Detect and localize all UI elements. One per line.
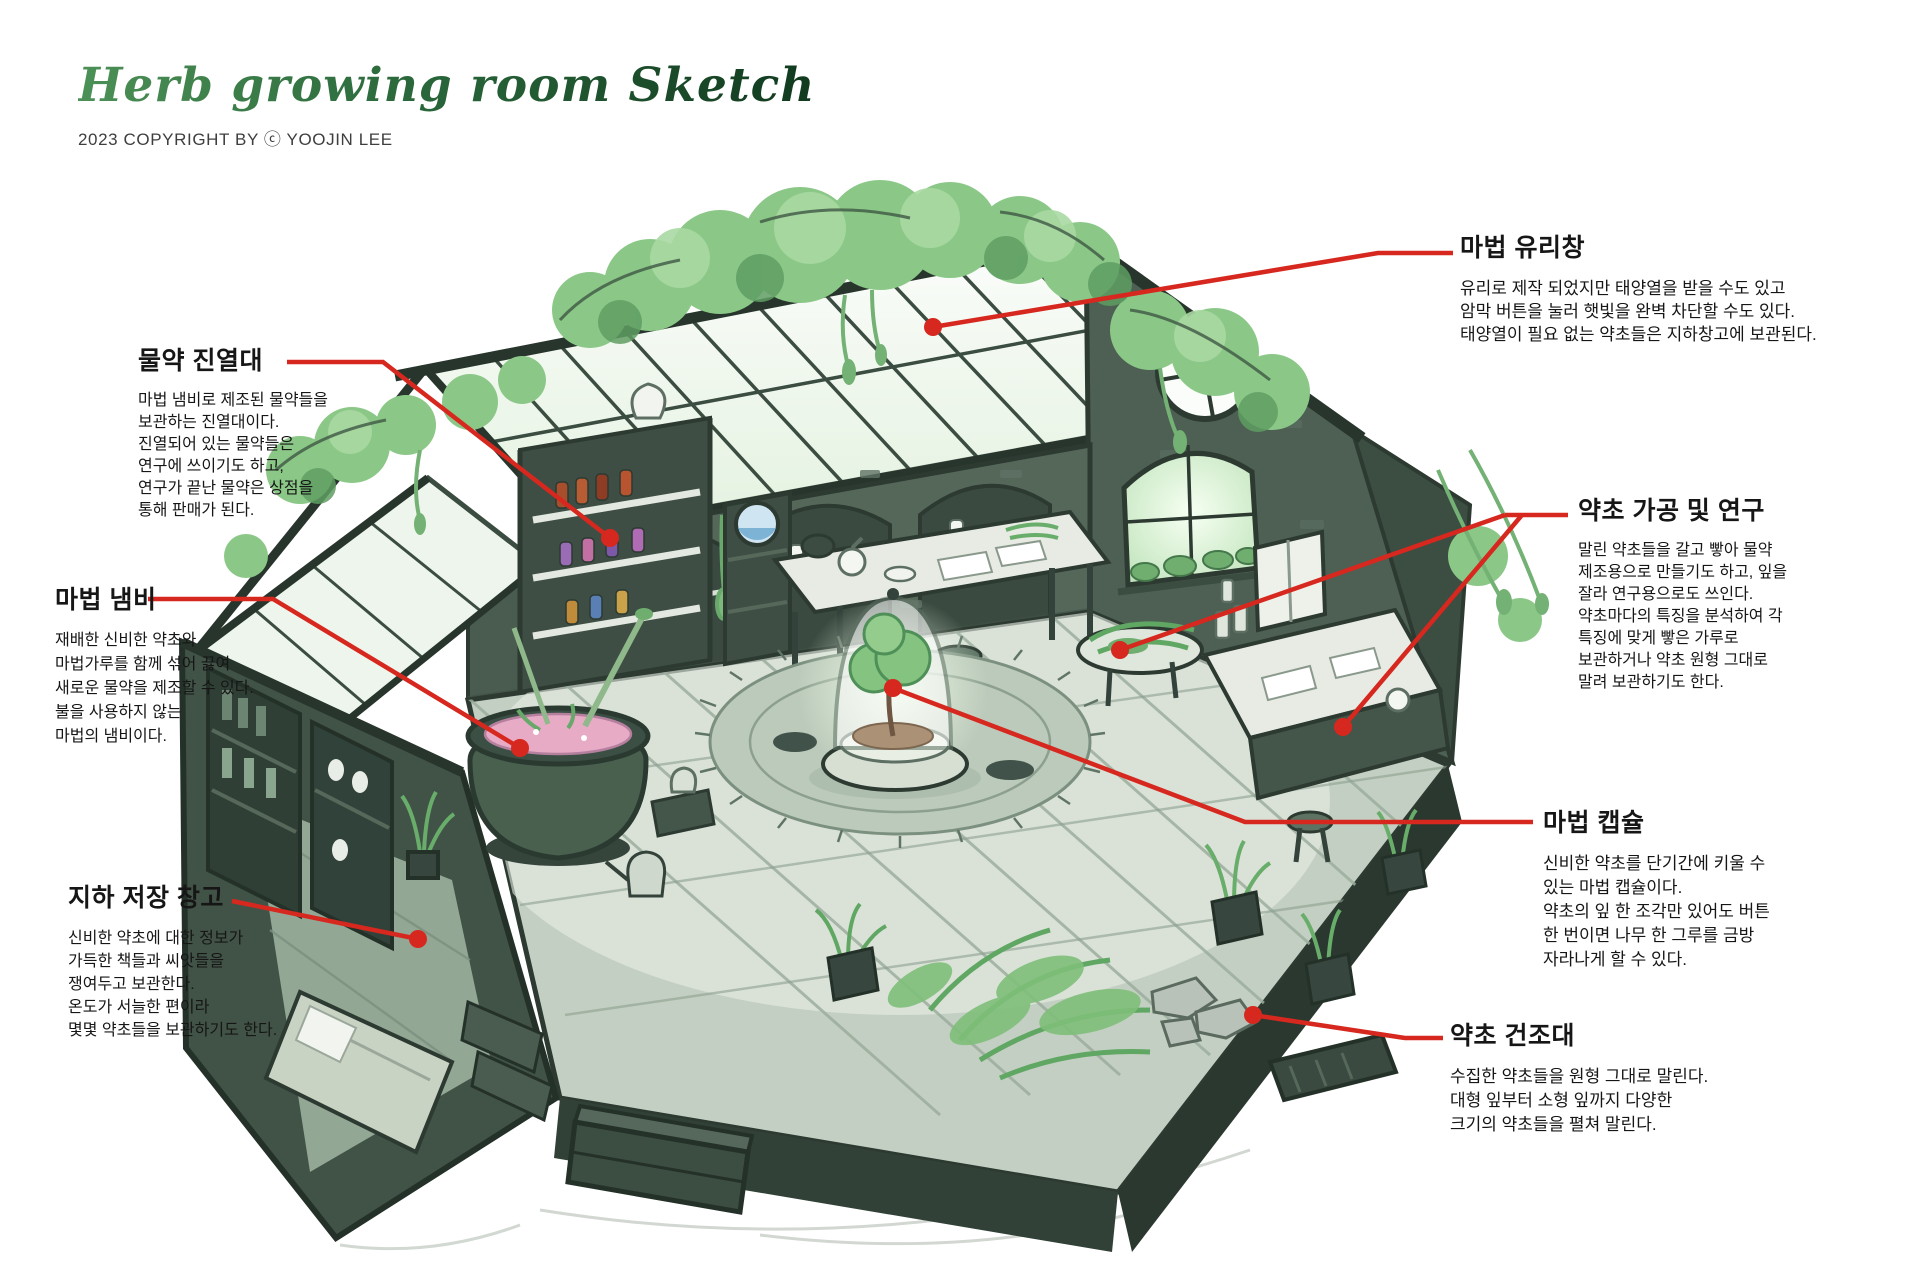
bench-items [800, 522, 1059, 583]
potion-shelf-unit [517, 382, 713, 695]
leader-lines [148, 250, 1568, 1041]
leader-basement [231, 898, 427, 948]
annotation-body: 신비한 약초를 단기간에 키울 수 있는 마법 캡슐이다. 약초의 잎 한 조각… [1543, 854, 1770, 969]
annotation-herb-processing: 약초 가공 및 연구 말린 약초들을 갈고 빻아 물약 제조용으로 만들기도 하… [1578, 491, 1888, 694]
leader-herb-processing [1111, 512, 1568, 736]
annotation-body: 유리로 제작 되었지만 태양열을 받을 수도 있고 암막 버튼을 눌러 햇빛을 … [1460, 279, 1817, 344]
cauldron [465, 608, 716, 866]
leader-cauldron [148, 596, 529, 757]
rocks [1150, 976, 1259, 1048]
annotation-title: 약초 건조대 [1450, 1022, 1575, 1050]
arched-window [1117, 444, 1265, 596]
side-jug [650, 766, 716, 838]
leader-magic-capsule [884, 679, 1533, 825]
annotation-body: 재배한 신비한 약초와 마법가루를 함께 섞어 끓여 새로운 물약을 제조할 수… [55, 632, 254, 745]
annotation-body: 신비한 약초에 대한 정보가 가득한 책들과 씨앗들을 쟁여두고 보관한다. 온… [68, 930, 278, 1039]
basement-steps [460, 999, 554, 1123]
drying-tray [1267, 1032, 1399, 1103]
annotation-potion-shelf: 물약 진열대 마법 냄비로 제조된 물약들을 보관하는 진열대이다. 진열되어 … [138, 341, 418, 522]
page-title: Herb growing room Sketch [78, 58, 816, 113]
workbench [771, 509, 1112, 701]
annotation-body: 수집한 약초들을 원형 그대로 말린다. 대형 잎부터 소형 잎까지 다양한 크… [1450, 1067, 1709, 1134]
leader-potion-shelf [287, 359, 619, 547]
header: Herb growing room Sketch 2023 COPYRIGHT … [78, 58, 815, 150]
annotation-title: 마법 캡슐 [1543, 809, 1645, 837]
watering-can [604, 850, 667, 898]
center-potted-plants [814, 902, 887, 1002]
entrance-steps [565, 1103, 755, 1215]
annotation-title: 마법 냄비 [55, 586, 157, 614]
annotation-body: 말린 약초들을 갈고 빻아 물약 제조용으로 만들기도 하고, 잎을 잘라 연구… [1578, 542, 1788, 691]
annotation-title: 물약 진열대 [138, 347, 263, 375]
annotation-basement-storage: 지하 저장 창고 신비한 약초에 대한 정보가 가득한 책들과 씨앗들을 쟁여두… [68, 878, 378, 1042]
annotation-herb-drying: 약초 건조대 수집한 약초들을 원형 그대로 말린다. 대형 잎부터 소형 잎까… [1450, 1016, 1880, 1137]
annotation-magic-cauldron: 마법 냄비 재배한 신비한 약초와 마법가루를 함께 섞어 끓여 새로운 물약을… [55, 580, 345, 749]
top-vase [630, 382, 667, 420]
leader-magic-window [924, 250, 1453, 336]
basement-bed [263, 989, 455, 1155]
copyright-line: 2023 COPYRIGHT BY ⓒ YOOJIN LEE [78, 130, 393, 149]
herb-pile [887, 808, 1428, 1103]
annotation-title: 약초 가공 및 연구 [1578, 497, 1765, 525]
potted-plants-right [1204, 808, 1428, 1006]
leader-herb-drying [1244, 1006, 1443, 1041]
annotation-magic-window: 마법 유리창 유리로 제작 되었지만 태양열을 받을 수도 있고 암막 버튼을 … [1460, 228, 1890, 346]
research-desk [1201, 529, 1451, 863]
basement-bookshelf [206, 664, 394, 952]
annotation-magic-capsule: 마법 캡슐 신비한 약초를 단기간에 키울 수 있는 마법 캡슐이다. 약초의 … [1543, 803, 1883, 972]
annotation-title: 지하 저장 창고 [68, 884, 224, 912]
roof-foliage [224, 180, 1549, 642]
annotation-title: 마법 유리창 [1460, 234, 1585, 262]
annotation-body: 마법 냄비로 제조된 물약들을 보관하는 진열대이다. 진열되어 있는 물약들은… [138, 392, 328, 519]
basement-plant [400, 790, 456, 880]
basement-room [178, 637, 560, 1242]
fishbowl-tower [723, 490, 792, 667]
